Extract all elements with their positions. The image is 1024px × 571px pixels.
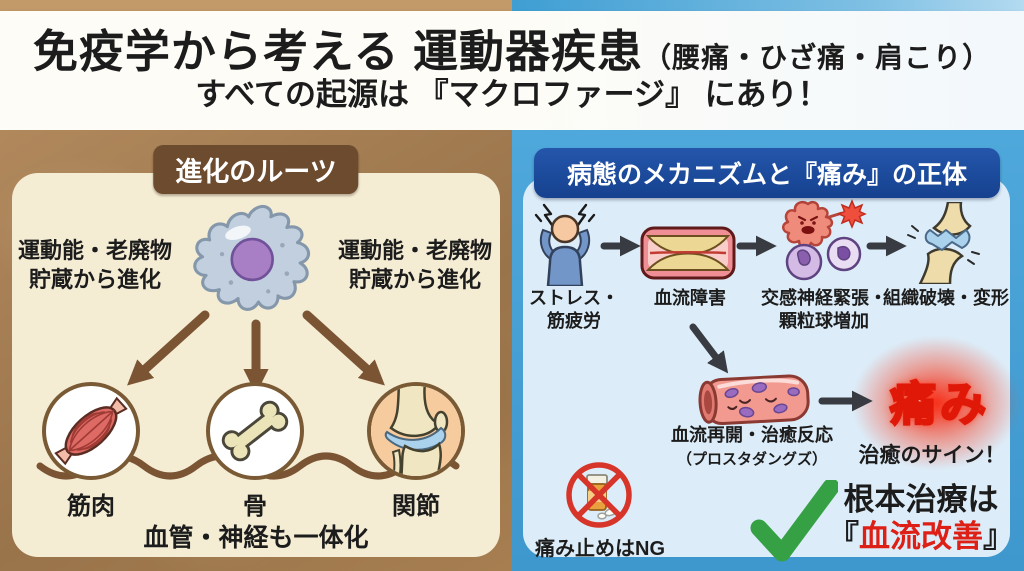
evolution-note-left-line2: 貯蔵から進化 [28, 267, 161, 293]
evolution-bottom-note: 血管・神経も一体化 [143, 524, 369, 552]
mechanism-badge: 病態のメカニズムと『痛み』の正体 [534, 148, 1000, 198]
flow-label-immune: 交感神経緊張・ 顆粒球増加 [756, 287, 892, 333]
page-title-main: 免疫学から考える 運動器疾患 [32, 26, 644, 78]
healing-label-line1: 血流再開・治癒反応 [671, 425, 833, 445]
joint-label: 関節 [392, 493, 440, 520]
flow-label-stress-line2: 筋疲労 [547, 311, 601, 332]
evolution-note-right-line1: 運動能・老廃物 [337, 238, 492, 263]
mechanism-panel: 病態のメカニズムと『痛み』の正体 [512, 130, 1024, 571]
muscle-icon [54, 396, 128, 466]
flow-label-stress: ストレス・ 筋疲労 [516, 287, 632, 333]
page-title: 免疫学から考える 運動器疾患（腰痛・ひざ痛・肩こり） [33, 28, 991, 77]
evolution-note-left: 運動能・老廃物 貯蔵から進化 [6, 236, 184, 294]
flow-label-vessel: 血流障害 [642, 287, 738, 310]
checkmark-icon [750, 480, 838, 562]
stressed-person-icon [534, 203, 596, 286]
page-subtitle: すべての起源は 『マクロファージ』 にあり！ [195, 76, 829, 112]
evolution-note-left-line1: 運動能・老廃物 [17, 238, 172, 263]
flow-label-destruction: 組織破壊・変形 [878, 287, 1014, 310]
page-title-paren: （腰痛・ひざ痛・肩こり） [643, 42, 992, 74]
evolution-badge: 進化のルーツ [153, 145, 359, 194]
flow-label-immune-line1: 交感神経緊張・ [761, 288, 887, 308]
cure-bracket-close: 』 [983, 518, 1014, 554]
no-painkillers-icon [566, 462, 632, 528]
header-band: 免疫学から考える 運動器疾患（腰痛・ひざ痛・肩こり） すべての起源は 『マクロフ… [0, 11, 1024, 130]
brown-arrow-right [302, 310, 385, 386]
macrophage-icon [193, 204, 311, 311]
flow-label-stress-line1: ストレス・ [529, 288, 619, 308]
muscle-label: 筋肉 [67, 493, 115, 520]
narrowed-vessel-icon [640, 226, 736, 280]
joint-circle [367, 382, 465, 480]
spark-burst [837, 199, 867, 229]
flow-label-vessel-line1: 血流障害 [654, 288, 726, 308]
damaged-joint-icon [907, 202, 980, 284]
flow-label-immune-line2: 顆粒球増加 [779, 311, 869, 332]
healed-vessel-icon [698, 374, 810, 426]
healing-label: 血流再開・治癒反応 （プロスタダングズ） [658, 424, 846, 469]
evolution-note-right: 運動能・老廃物 貯蔵から進化 [324, 236, 506, 294]
cure-bracket-open: 『 [828, 518, 859, 554]
pain-caption: 治癒のサイン！ [858, 444, 1006, 467]
healing-label-line2: （プロスタダングズ） [676, 450, 827, 468]
cure-highlight: 血流改善 [859, 518, 983, 554]
ng-label: 痛み止めはNG [535, 538, 665, 560]
bone-circle [206, 382, 304, 480]
bone-icon [221, 400, 289, 462]
mechanism-arrows-overlay [600, 235, 907, 412]
immune-cells-icon [782, 199, 867, 281]
pain-glow [852, 336, 1020, 470]
cure-line1: 根本治療は [843, 482, 999, 517]
muscle-circle [42, 382, 140, 480]
evolution-note-right-line2: 貯蔵から進化 [348, 267, 481, 293]
flow-label-destruction-line1: 組織破壊・変形 [883, 288, 1009, 308]
flow-arrow-down [689, 323, 729, 374]
bone-label: 骨 [243, 493, 267, 520]
knee-joint-icon [371, 386, 461, 476]
pain-word: 痛み [889, 377, 990, 432]
cure-statement: 根本治療は 『血流改善』 [828, 482, 1014, 555]
evolution-panel: 進化のルーツ 運動能・老廃物 貯蔵から進化 運動能・老廃物 貯蔵から進化 [0, 130, 512, 571]
brown-arrow-left [127, 310, 210, 386]
